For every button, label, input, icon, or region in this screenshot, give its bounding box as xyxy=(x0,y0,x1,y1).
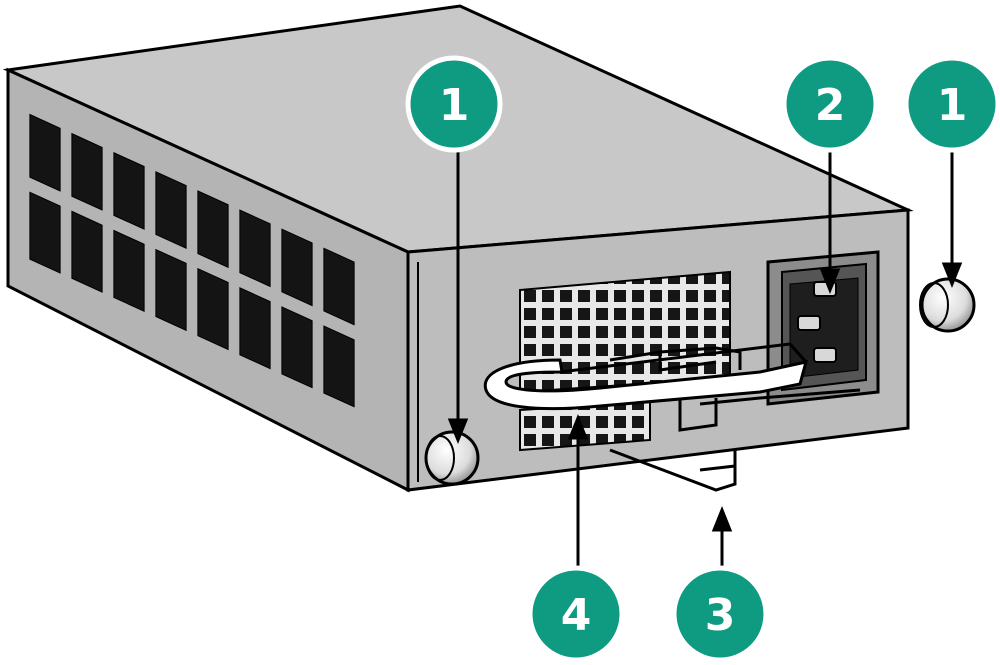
callout-1-right: 1 xyxy=(903,55,1000,153)
callout-2: 2 xyxy=(781,55,879,153)
side-vent-slot xyxy=(281,306,313,389)
receptacle-pin-mid xyxy=(797,315,821,331)
side-vent-slot xyxy=(29,191,61,274)
cable-retention-clip xyxy=(609,346,861,492)
callout-4-number: 4 xyxy=(561,590,592,641)
captive-screw-right xyxy=(919,277,976,333)
side-vent-slot xyxy=(155,171,187,250)
callout-1-right-number: 1 xyxy=(937,80,968,131)
callout-1-left-number: 1 xyxy=(439,80,470,131)
grille-upper xyxy=(519,270,731,394)
callout-4: 4 xyxy=(527,565,625,663)
side-vent-slot xyxy=(323,325,355,408)
side-vent-slot xyxy=(71,210,103,293)
side-vent-slot xyxy=(281,228,313,307)
side-vent-slot xyxy=(71,132,103,211)
side-vent-slot xyxy=(197,267,229,351)
handle xyxy=(483,342,809,411)
side-vent-slot xyxy=(113,151,145,230)
front-grille xyxy=(519,270,731,452)
side-vent-slot xyxy=(239,287,271,370)
side-ventilation xyxy=(29,113,355,408)
captive-screw-left xyxy=(424,430,480,486)
side-vent-slot xyxy=(29,113,61,192)
receptacle-pin-bottom xyxy=(813,347,837,363)
side-vent-slot xyxy=(113,229,145,312)
side-vent-slot xyxy=(155,248,187,332)
side-vent-slot xyxy=(323,247,355,326)
callout-3: 3 xyxy=(671,565,769,663)
leader-lines xyxy=(447,150,963,572)
callout-2-number: 2 xyxy=(815,80,846,131)
side-vent-slot xyxy=(197,190,229,269)
callout-1-left: 1 xyxy=(405,55,503,153)
side-vent-slot xyxy=(239,209,271,288)
callout-3-number: 3 xyxy=(705,590,736,641)
